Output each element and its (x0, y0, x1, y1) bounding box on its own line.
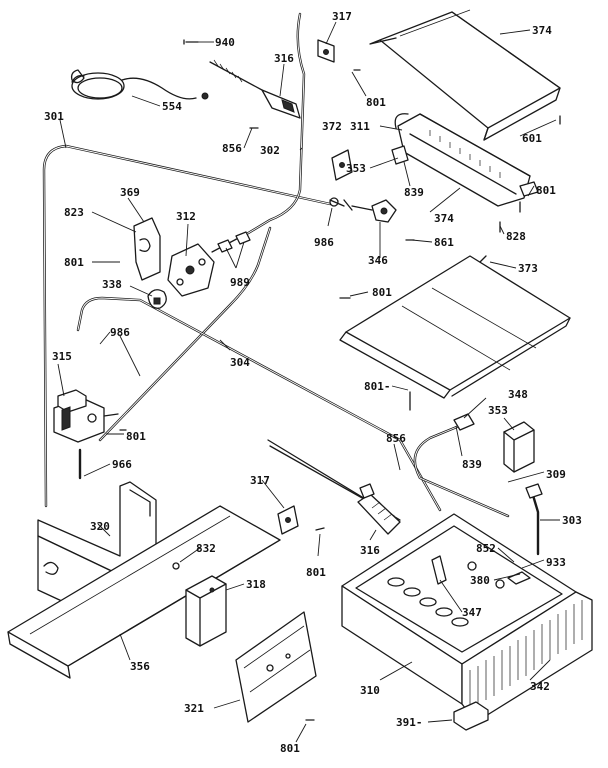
callout-823: 823 (64, 206, 84, 219)
screw-832 (172, 562, 180, 570)
gas-tube-304 (98, 226, 272, 442)
callout-986-b: 986 (110, 326, 130, 339)
callout-856: 856 (222, 142, 242, 155)
tube-303 (525, 483, 543, 556)
gas-tube-986 (76, 296, 442, 512)
burner-374 (394, 113, 539, 207)
callout-311: 311 (350, 120, 370, 133)
callout-315: 315 (52, 350, 72, 363)
plate-321 (235, 611, 317, 723)
callout-320: 320 (90, 520, 110, 533)
leader-lines (57, 21, 560, 743)
bracket-317-top (317, 39, 335, 63)
thermostat-312 (167, 233, 247, 297)
wire-harness-554 (70, 69, 209, 100)
callout-391: 391- (396, 716, 423, 729)
callout-801-e: 801- (364, 380, 391, 393)
box-318 (185, 575, 227, 647)
callout-933: 933 (546, 556, 566, 569)
callout-801-d: 801 (372, 286, 392, 299)
callout-801: 801 (366, 96, 386, 109)
callout-309: 309 (546, 468, 566, 481)
callout-369: 369 (120, 186, 140, 199)
callout-301: 301 (44, 110, 64, 123)
callout-839: 839 (404, 186, 424, 199)
callout-966: 966 (112, 458, 132, 471)
callout-316-b: 316 (360, 544, 380, 557)
broiler-shield-374-top (369, 9, 561, 141)
callout-801-h: 801 (280, 742, 300, 755)
bracket-348 (503, 421, 535, 473)
callout-986: 986 (314, 236, 334, 249)
callout-348: 348 (508, 388, 528, 401)
callout-374: 374 (532, 24, 552, 37)
bracket-369 (133, 217, 161, 281)
broiler-box-310 (341, 513, 577, 705)
bracket-372 (331, 149, 353, 181)
fittings-989 (217, 231, 251, 253)
callout-316: 316 (274, 52, 294, 65)
callout-856-b: 856 (386, 432, 406, 445)
callout-832: 832 (196, 542, 216, 555)
safety-valve-315 (53, 389, 119, 443)
callout-312: 312 (176, 210, 196, 223)
callout-373: 373 (518, 262, 538, 275)
callout-374-b: 374 (434, 212, 454, 225)
callout-318: 318 (246, 578, 266, 591)
callout-554: 554 (162, 100, 182, 113)
callout-346: 346 (368, 254, 388, 267)
screws-801 (119, 69, 561, 721)
callout-317: 317 (332, 10, 352, 23)
callout-801-f: 801 (126, 430, 146, 443)
callout-356: 356 (130, 660, 150, 673)
insulation-342 (453, 591, 593, 731)
bracket-317-lower (277, 505, 299, 535)
callout-310: 310 (360, 684, 380, 697)
bracket-380 (507, 571, 531, 585)
knob-338 (147, 289, 167, 309)
callout-302: 302 (260, 144, 280, 157)
callout-labels: 940 317 374 554 316 801 601 301 311 372 … (44, 10, 582, 755)
callout-839-b: 839 (462, 458, 482, 471)
callout-303: 303 (562, 514, 582, 527)
callout-342: 342 (530, 680, 550, 693)
callout-353: 353 (346, 162, 366, 175)
callout-304: 304 (230, 356, 250, 369)
callout-353-b: 353 (488, 404, 508, 417)
callout-338: 338 (102, 278, 122, 291)
callout-801-c: 801 (64, 256, 84, 269)
callout-317-b: 317 (250, 474, 270, 487)
callout-347: 347 (462, 606, 482, 619)
callout-801-b: 801 (536, 184, 556, 197)
igniter-316-lower (357, 483, 401, 535)
callout-828: 828 (506, 230, 526, 243)
callout-989: 989 (230, 276, 250, 289)
screw-940 (183, 39, 199, 45)
valve-346 (329, 197, 397, 223)
callout-321: 321 (184, 702, 204, 715)
gas-tube-302 (243, 12, 306, 237)
callout-601: 601 (522, 132, 542, 145)
base-rail-356 (7, 505, 281, 679)
callout-852: 852 (476, 542, 496, 555)
drip-tray-373 (339, 255, 571, 399)
callout-861: 861 (434, 236, 454, 249)
callout-940: 940 (215, 36, 235, 49)
callout-372: 372 (322, 120, 342, 133)
burner-tube-309 (413, 413, 510, 518)
callout-801-g: 801 (306, 566, 326, 579)
igniter-316-top (209, 59, 301, 119)
callout-380: 380 (470, 574, 490, 587)
